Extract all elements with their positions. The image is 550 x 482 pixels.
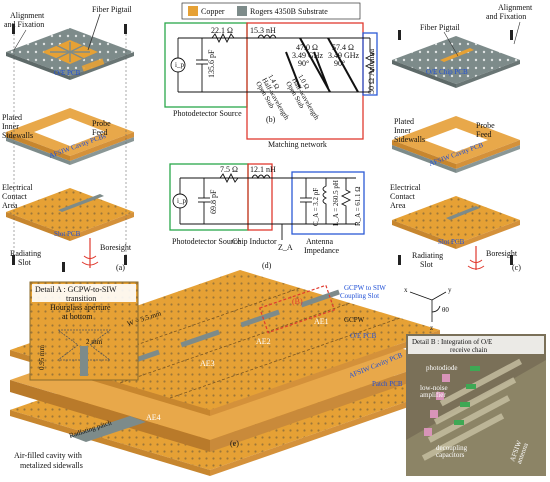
radiating-slot [58, 194, 104, 212]
open2-b: 1.0 ΩHalf-wavelengthOpen Stub [284, 73, 327, 125]
panel-b-label: (b) [266, 115, 276, 124]
antenna-box-b [362, 32, 378, 96]
c1-b: 135.6 pF [207, 49, 216, 78]
ra-d: R_A = 61.1 Ω [354, 187, 362, 227]
axes-triad [409, 291, 447, 322]
theta-label: θ0 [442, 306, 449, 314]
dim-0-95: 0.95 mm [38, 345, 46, 370]
la-d: L_A = 260.5 pH [332, 180, 340, 226]
l1-d: 12.1 nH [250, 165, 276, 174]
axis-x: x [404, 286, 408, 294]
legend-substrate-swatch [237, 6, 247, 16]
screws-a [12, 24, 127, 272]
gcpw-label: GCPW [344, 316, 365, 324]
legend: Copper Rogers 4350B Substrate [181, 2, 361, 20]
fiber-pigtail-label-c: Fiber Pigtail [420, 23, 461, 32]
axis-z: z [430, 324, 433, 332]
panel-d-label: (d) [262, 261, 272, 270]
panel-d: i_p 7.5 Ω 12.1 nH 69.8 pF C_A = 3.2 pF L… [169, 163, 365, 270]
panel-c-label: (c) [512, 263, 521, 272]
c1-d: 69.8 pF [209, 189, 218, 214]
boresight-label-a: Boresight [100, 243, 132, 252]
ip-d: i_p [177, 197, 186, 205]
legend-copper-swatch [188, 6, 198, 16]
boresight-label-c: Boresight [486, 249, 518, 258]
legend-substrate: Rogers 4350B Substrate [250, 7, 328, 16]
ae3-label: AE3 [200, 359, 215, 368]
legend-copper: Copper [201, 7, 225, 16]
l1-b: 15.3 nH [250, 26, 276, 35]
source-label-d: Photodetector Source [172, 237, 241, 246]
patch-pcb-label-e: Patch PCB [372, 380, 403, 388]
panel-e: (B) AE1 AE2 AE3 AE4 Radiating patch Air-… [10, 270, 452, 476]
oe-chip-pcb-label: O/E Chip PCB [426, 68, 468, 76]
slot-pcb-label-a: Slot PCB [54, 230, 81, 238]
detail-b-letter: (B) [292, 297, 303, 306]
za-d: Z_A [278, 243, 293, 252]
radiating-patch [70, 416, 146, 442]
r1-d: 7.5 Ω [220, 165, 238, 174]
ae1-label: AE1 [314, 317, 329, 326]
inductor-box-d [247, 163, 273, 231]
ip-b: i_p [175, 61, 184, 69]
antenna-box-d [291, 171, 365, 235]
inductor-label-d: Chip Inductor [232, 237, 277, 246]
antenna-b: 50 Ω Antenna [367, 49, 376, 94]
ca-d: C_A = 3.2 pF [312, 188, 320, 226]
ae4-label: AE4 [146, 413, 161, 422]
photodiode-label: photodiode [426, 364, 458, 372]
ae2-label: AE2 [256, 337, 271, 346]
slot-pcb-label-c: Slot PCB [438, 238, 465, 246]
axis-y: y [448, 286, 452, 294]
oe-pcb-label: O/E PCB [54, 69, 81, 77]
panel-a-label: (a) [116, 263, 125, 272]
detail-b-marker [258, 284, 336, 334]
fiber-pigtail-label: Fiber Pigtail [92, 5, 133, 14]
dim-2mm: 2 mm [86, 338, 103, 346]
oe-pcb-label-e: O/E PCB [350, 332, 377, 340]
matching-label: Matching network [268, 140, 327, 149]
source-label-b: Photodetector Source [173, 109, 242, 118]
panel-e-label: (e) [230, 439, 239, 448]
r1-b: 22.1 Ω [211, 26, 233, 35]
